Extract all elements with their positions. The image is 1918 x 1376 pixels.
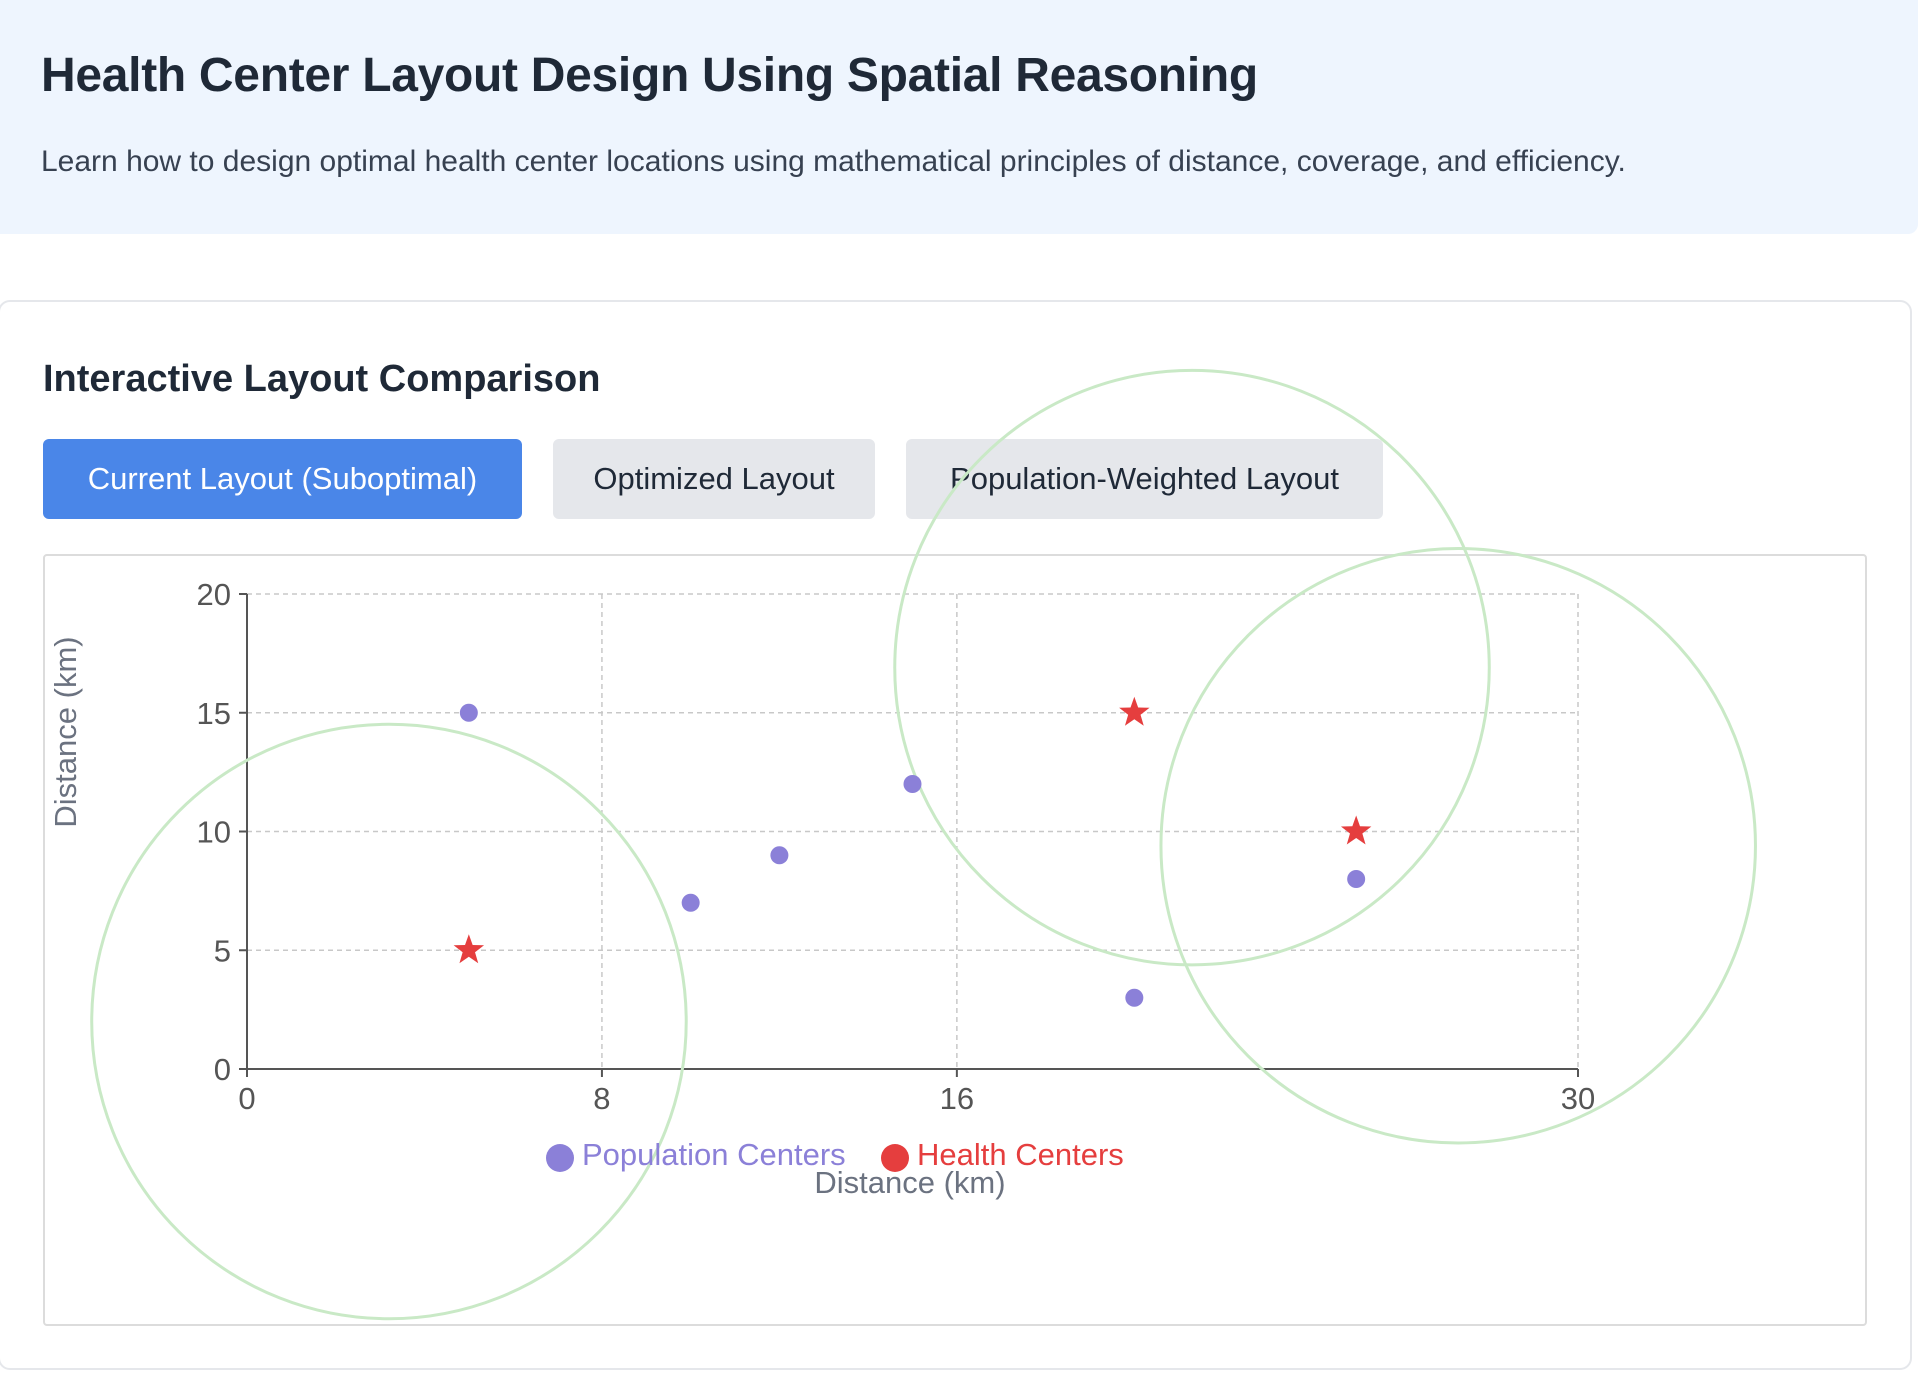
- page-subtitle: Learn how to design optimal health cente…: [41, 145, 1626, 178]
- optimized-layout-button[interactable]: Optimized Layout: [553, 439, 875, 519]
- layout-comparison-card: Interactive Layout Comparison Current La…: [0, 300, 1912, 1370]
- comparison-title: Interactive Layout Comparison: [43, 358, 601, 400]
- page-title: Health Center Layout Design Using Spatia…: [41, 49, 1258, 102]
- current-layout-button[interactable]: Current Layout (Suboptimal): [43, 439, 522, 519]
- page-header: Health Center Layout Design Using Spatia…: [0, 0, 1918, 234]
- chart-container: [43, 554, 1867, 1326]
- population-weighted-layout-button[interactable]: Population-Weighted Layout: [906, 439, 1383, 519]
